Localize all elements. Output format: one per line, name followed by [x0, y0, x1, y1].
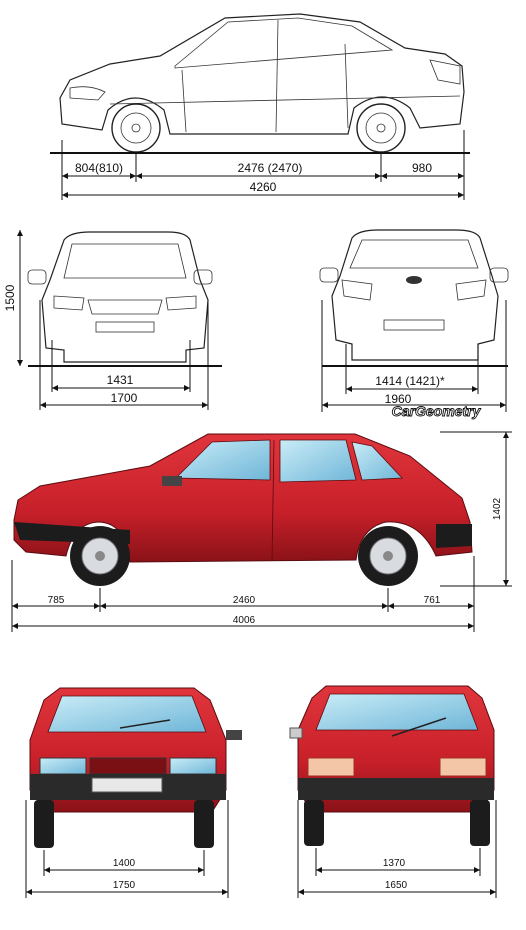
sedan-front-track-label: 1431	[107, 373, 134, 387]
sedan-side-crease	[109, 95, 461, 105]
sedan-front-view: 1500 1431 1700	[3, 230, 222, 410]
sedan-front-left-mirror	[27, 269, 47, 285]
watermark-text: CarGeometry	[392, 403, 482, 419]
hatchback-front-right-headlight	[169, 757, 217, 775]
hatchback-rear-wiper	[391, 717, 447, 737]
sedan-front-outline	[41, 231, 209, 363]
sedan-headlight	[69, 86, 106, 101]
hatchback-height-label: 1402	[492, 497, 503, 520]
hatchback-front-left-tyre	[34, 800, 54, 848]
sedan-rear-left-taillight	[341, 279, 373, 301]
sedan-front-right-headlight	[165, 295, 197, 311]
hatchback-front-left-headlight	[39, 757, 87, 775]
sedan-height-label: 1500	[3, 284, 17, 311]
sedan-rear-door-seam	[344, 43, 349, 129]
sedan-wheelbase-label: 2476 (2470)	[238, 161, 303, 175]
sedan-rear-wheel	[356, 103, 406, 153]
hatchback-wheelbase-label: 2460	[233, 595, 256, 606]
hatchback-side-view: 1402 785 2460 761 4006	[11, 431, 512, 632]
sedan-length-label: 4260	[250, 180, 277, 194]
sedan-rear-outline	[331, 229, 499, 361]
sedan-rear-track-label: 1414 (1421)*	[375, 374, 445, 388]
hatchback-front-plate	[91, 777, 163, 793]
hatchback-rear-view: 1370 1650	[289, 685, 497, 898]
hatchback-front-wiper	[119, 719, 171, 729]
hatchback-rear-right-taillight	[439, 757, 487, 777]
sedan-front-windshield	[63, 243, 187, 279]
sedan-taillight	[429, 59, 461, 85]
sedan-front-grille	[87, 299, 163, 315]
hatchback-front-overhang-label: 785	[48, 595, 65, 606]
hatchback-rear-window	[279, 439, 357, 483]
sedan-rear-left-mirror	[319, 267, 339, 283]
sedan-width-mirrors-label: 1960	[385, 392, 412, 406]
hatchback-rear-bumper-view	[298, 778, 494, 800]
hatchback-rear-wheel	[358, 526, 418, 586]
hatchback-front-grille	[89, 757, 167, 775]
sedan-front-door-seam	[181, 69, 187, 133]
sedan-rear-window	[349, 239, 479, 269]
hatchback-width-rear-label: 1650	[385, 880, 408, 891]
sedan-rear-view: 1414 (1421)* 1960	[319, 229, 509, 412]
sedan-rear-overhang-label: 980	[412, 161, 432, 175]
sedan-front-plate	[95, 321, 155, 333]
hatchback-front-windshield	[47, 695, 207, 733]
hatchback-front-track-label: 1400	[113, 858, 136, 869]
hatchback-rear-window-view	[315, 693, 479, 731]
hatchback-front-mirror	[226, 730, 242, 740]
sedan-rear-right-taillight	[455, 279, 487, 301]
sedan-front-left-headlight	[53, 295, 85, 311]
hatchback-front-wheel	[70, 526, 130, 586]
hatchback-door-seam	[271, 439, 275, 561]
hatchback-rear-right-tyre	[470, 800, 490, 846]
hatchback-side-mirror	[162, 476, 182, 486]
hatchback-front-window	[175, 439, 271, 481]
hatchback-quarter-window	[351, 441, 403, 481]
hatchback-rear-left-tyre	[304, 800, 324, 846]
sedan-front-wheel	[111, 103, 161, 153]
sedan-window-line	[174, 17, 394, 69]
sedan-front-overhang-label: 804(810)	[75, 161, 123, 175]
hatchback-rear-left-taillight	[307, 757, 355, 777]
sedan-width-label: 1700	[111, 391, 138, 405]
hatchback-rear-bumper	[436, 524, 472, 548]
hatchback-rear-overhang-label: 761	[424, 595, 441, 606]
sedan-side-view: 804(810) 2476 (2470) 980 4260	[50, 13, 470, 200]
hatchback-length-label: 4006	[233, 615, 256, 626]
sedan-door-seam	[275, 19, 279, 133]
hatchback-rear-mirror	[289, 727, 303, 739]
hatchback-width-front-label: 1750	[113, 880, 136, 891]
hatchback-front-view: 1400 1750	[25, 687, 242, 898]
hatchback-rear-track-label: 1370	[383, 858, 406, 869]
sedan-rear-right-mirror	[489, 267, 509, 283]
hatchback-front-right-tyre	[194, 800, 214, 848]
sedan-front-right-mirror	[193, 269, 213, 285]
sedan-rear-plate	[383, 319, 445, 331]
sedan-rear-badge	[406, 276, 422, 284]
